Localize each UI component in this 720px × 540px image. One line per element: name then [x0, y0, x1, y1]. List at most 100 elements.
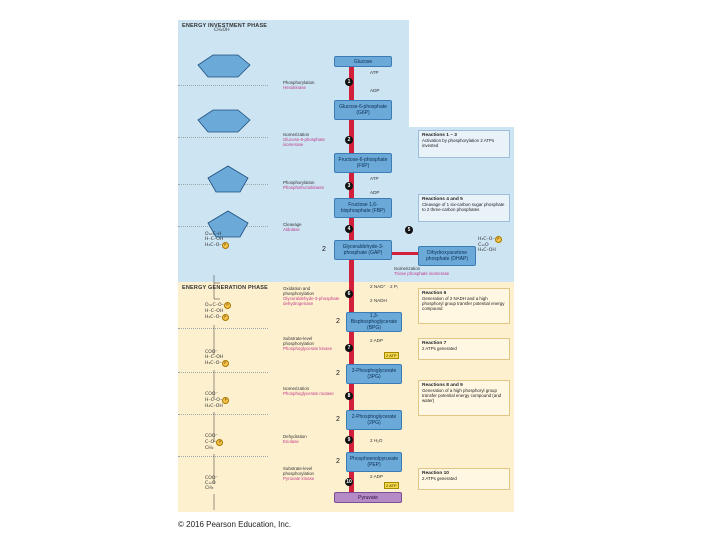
row-divider — [178, 328, 268, 329]
step-3-cofactor-in: ATP — [370, 176, 379, 181]
investment-phase-label: ENERGY INVESTMENT PHASE — [182, 23, 268, 29]
step-10-cofactor-in: 2 ADP — [370, 474, 384, 479]
enzyme-name: Phosphofructokinase — [283, 185, 325, 190]
reaction-summary-4: Reaction 7 2 ATPs generated — [418, 338, 510, 360]
stoichiometry: 2 — [322, 246, 326, 253]
enzyme-name: Glyceraldehyde-3-phosphate dehydrogenase — [283, 296, 340, 306]
reaction-summary-2: Reactions 4 and 5 Cleavage of 1 six-carb… — [418, 194, 510, 222]
pathway-arrow — [349, 64, 354, 494]
step-1-cofactor-out: ADP — [370, 88, 380, 93]
step-9-annotation: Dehydration Enolase — [283, 434, 341, 444]
metabolite-pep: Phosphoenolpyruvate (PEP) — [346, 452, 402, 472]
step-type: Phosphorylation — [283, 80, 315, 85]
step-type: Cleavage — [283, 222, 302, 227]
row-divider — [178, 456, 268, 457]
reaction-text: Generation of a high phosphoryl group tr… — [422, 388, 502, 403]
step-3-cofactor-out: ADP — [370, 190, 380, 195]
step-6-badge: 6 — [345, 290, 353, 298]
step-8-badge: 8 — [345, 392, 353, 400]
step-type: Isomerization — [394, 266, 421, 271]
step-3-badge: 3 — [345, 182, 353, 190]
step-9-cofactor-out: 2 H₂O — [370, 438, 383, 443]
phosphate-icon: P — [221, 242, 229, 249]
enzyme-name: Phosphoglycerate kinase — [283, 346, 333, 351]
step-type: Phosphorylation — [283, 180, 315, 185]
enzyme-name: Aldolase — [283, 227, 300, 232]
metabolite-pyruvate: Pyruvate — [334, 492, 402, 503]
step-1-cofactor-in: ATP — [370, 70, 379, 75]
reaction-text: Cleavage of 1 six-carbon sugar phosphate… — [422, 202, 505, 212]
step-6-cofactor-out: 2 NADH — [370, 298, 387, 303]
step-9-badge: 9 — [345, 436, 353, 444]
metabolite-2pg: 2-Phosphoglycerate (2PG) — [346, 410, 402, 430]
step-2-badge: 2 — [345, 136, 353, 144]
reaction-summary-6: Reaction 10 2 ATPs generated — [418, 468, 510, 490]
step-7-cofactor-in: 2 ADP — [370, 338, 384, 343]
glucose-ring-icon — [197, 54, 251, 78]
reaction-summary-1: Reactions 1 – 3 Activation by phosphoryl… — [418, 130, 510, 158]
metabolite-gap: Glyceraldehyde-3-phosphate (GAP) — [334, 240, 392, 260]
step-5-annotation: Isomerization Triose phosphate isomerase — [394, 266, 502, 276]
step-10-badge: 10 — [345, 478, 353, 486]
reaction-title: Reactions 1 – 3 — [422, 133, 457, 138]
generation-phase-label: ENERGY GENERATION PHASE — [182, 285, 268, 291]
reaction-text: Generation of 2 NADH and a high phosphor… — [422, 296, 505, 311]
stoichiometry: 2 — [336, 370, 340, 377]
reaction-title: Reactions 8 and 9 — [422, 383, 463, 388]
metabolite-glucose: Glucose — [334, 56, 392, 67]
metabolite-f6p: Fructose-6-phosphate (F6P) — [334, 153, 392, 173]
g6p-ring-icon — [197, 109, 251, 133]
metabolite-g6p: Glucose-6-phosphate (G6P) — [334, 100, 392, 120]
step-7-annotation: Substrate-level phosphorylation Phosphog… — [283, 336, 341, 351]
metabolite-dhap: Dihydroxyacetone phosphate (DHAP) — [418, 246, 476, 266]
step-10-atp-badge: 2 ATP — [384, 482, 399, 489]
reaction-title: Reaction 6 — [422, 291, 447, 296]
row-divider — [178, 137, 268, 138]
metabolite-fbp: Fructose 1,6-bisphosphate (FBP) — [334, 198, 392, 218]
enzyme-name: Pyruvate kinase — [283, 476, 315, 481]
phosphate-icon: P — [222, 397, 230, 404]
reaction-text: Activation by phosphorylation 2 ATPs inv… — [422, 138, 495, 148]
step-3-annotation: Phosphorylation Phosphofructokinase — [283, 180, 341, 190]
stoichiometry: 2 — [336, 458, 340, 465]
copyright: © 2016 Pearson Education, Inc. — [178, 520, 292, 529]
step-1-annotation: Phosphorylation Hexokinase — [283, 80, 341, 90]
step-type: Dehydration — [283, 434, 307, 439]
f6p-ring-icon — [207, 165, 249, 193]
step-type: Substrate-level phosphorylation — [283, 466, 315, 476]
stoichiometry: 2 — [336, 318, 340, 325]
step-6-cofactor-in: 2 NAD⁺ · 2 Pᵢ — [370, 284, 398, 289]
enzyme-name: Hexokinase — [283, 85, 306, 90]
enzyme-name: Phosphoglycerate mutase — [283, 391, 334, 396]
metabolite-3pg: 3-Phosphoglycerate (3PG) — [346, 364, 402, 384]
row-divider — [178, 85, 268, 86]
reaction-text: 2 ATPs generated — [422, 346, 457, 351]
stoichiometry: 2 — [336, 416, 340, 423]
step-2-annotation: Isomerization Glucose-6-phosphate isomer… — [283, 132, 341, 147]
glucose-structure-label: CH₂OH — [214, 28, 230, 33]
step-type: Isomerization — [283, 132, 310, 137]
step-4-badge: 4 — [345, 225, 353, 233]
enzyme-name: Glucose-6-phosphate isomerase — [283, 137, 325, 147]
structure-column — [197, 54, 251, 510]
metabolite-bpg: 1,3-Bisphosphoglycerate (BPG) — [346, 312, 402, 332]
step-6-annotation: Oxidation and phosphorylation Glyceralde… — [283, 286, 341, 306]
phosphate-icon: P — [494, 236, 502, 243]
phosphate-icon: P — [223, 302, 231, 309]
step-type: Isomerization — [283, 386, 310, 391]
step-type: Oxidation and phosphorylation — [283, 286, 315, 296]
row-divider — [178, 372, 268, 373]
phosphate-icon: P — [221, 314, 229, 321]
step-1-badge: 1 — [345, 78, 353, 86]
step-8-annotation: Isomerization Phosphoglycerate mutase — [283, 386, 341, 396]
reaction-text: 2 ATPs generated — [422, 476, 457, 481]
step-4-annotation: Cleavage Aldolase — [283, 222, 341, 232]
phosphate-icon: P — [216, 439, 224, 446]
step-type: Substrate-level phosphorylation — [283, 336, 315, 346]
reaction-title: Reactions 4 and 5 — [422, 197, 463, 202]
